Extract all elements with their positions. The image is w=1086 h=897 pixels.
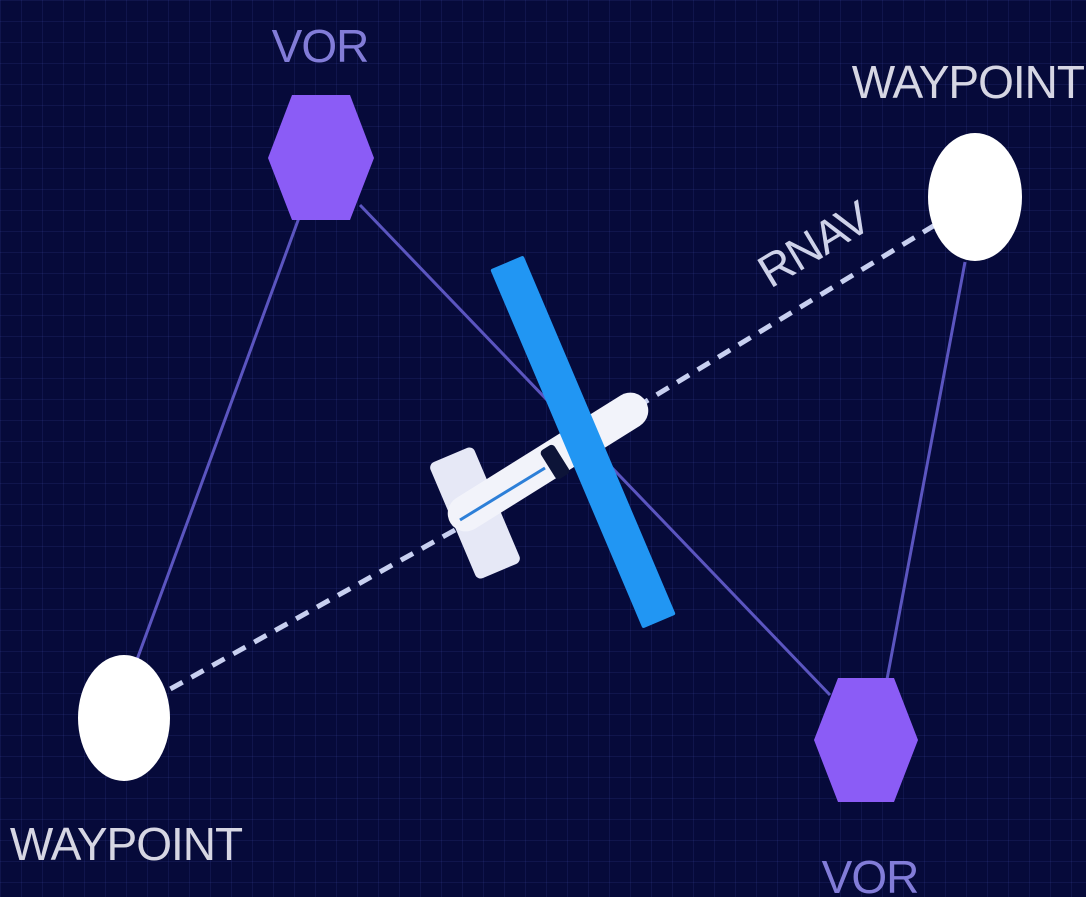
rnav-route-line-lower (163, 527, 457, 695)
vor-top-to-waypoint-bottom-line (133, 214, 302, 666)
rnav-route-label: RNAV (749, 190, 880, 297)
waypoint-top-label: WAYPOINT (852, 56, 1085, 108)
waypoint-bottom-label: WAYPOINT (10, 818, 243, 870)
waypoint-top-to-vor-bottom-line (883, 261, 967, 691)
airplane-cockpit (540, 444, 570, 480)
vor-top-label: VOR (272, 20, 369, 72)
waypoint-top-marker (928, 133, 1022, 261)
vor-top-marker (268, 95, 374, 220)
vor-bottom-label: VOR (822, 851, 919, 897)
airplane-icon (430, 256, 676, 628)
airplane-fuselage-stripe (459, 466, 546, 522)
airplane-wing (490, 256, 676, 628)
vor-bottom-marker (814, 678, 918, 802)
rnav-route-line-upper (638, 222, 937, 408)
waypoint-bottom-marker (78, 655, 170, 781)
